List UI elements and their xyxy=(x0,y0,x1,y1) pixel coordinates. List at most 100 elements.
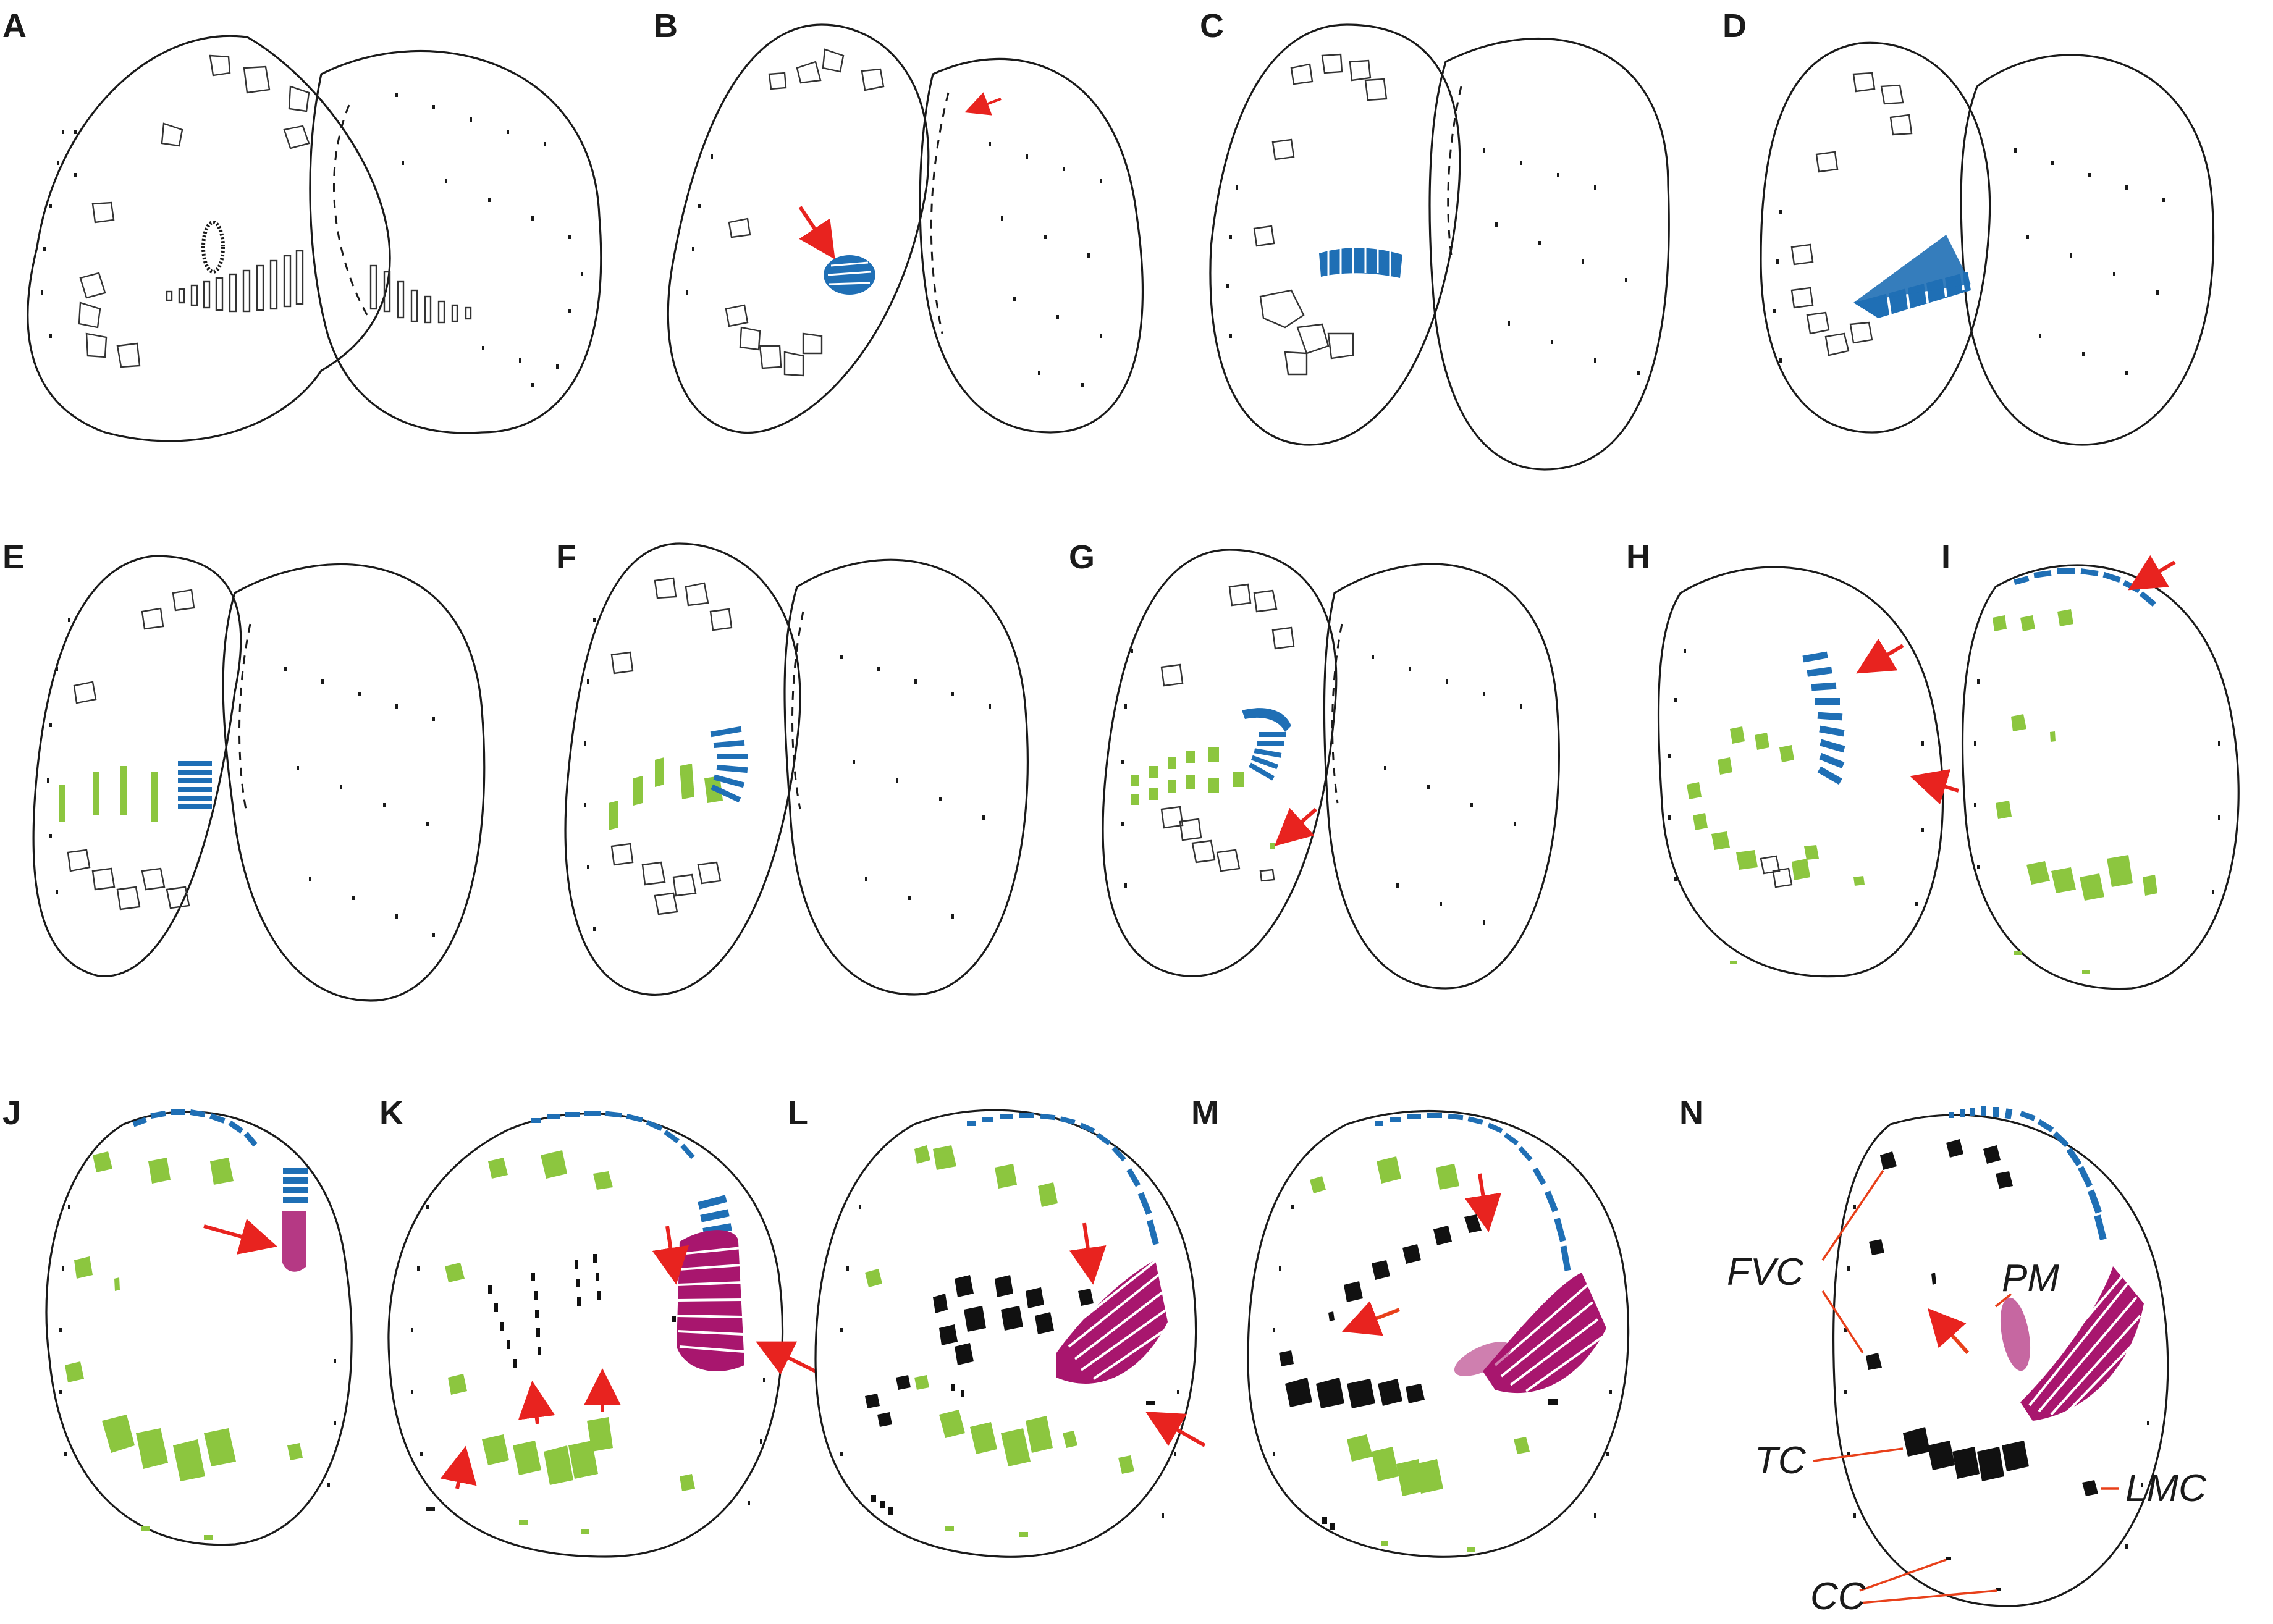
cell-outline xyxy=(1323,563,1560,990)
marginal-dots xyxy=(1844,1205,2149,1549)
red-arrow-icon xyxy=(2128,555,2176,591)
stippled-primordium xyxy=(2000,1297,2031,1371)
cell-outline xyxy=(1657,566,1944,978)
frontal-cirri xyxy=(78,54,310,368)
overlap-line xyxy=(930,92,950,334)
panel-label-a: A xyxy=(2,7,27,44)
opisthe-kinety-dots xyxy=(395,93,583,387)
panel-j xyxy=(45,1109,353,1546)
magenta-stripes xyxy=(1061,1259,1169,1380)
cell-outline xyxy=(783,558,1029,996)
magenta-primordium xyxy=(1483,1273,1606,1394)
blue-adoral-zone xyxy=(132,1109,308,1203)
cell-outline xyxy=(387,1113,784,1558)
frontal-cirri xyxy=(1160,583,1295,882)
red-arrowhead-icon xyxy=(440,1445,477,1489)
red-arrow-icon xyxy=(1145,1412,1206,1447)
panel-label-m: M xyxy=(1191,1095,1219,1132)
green-cirri xyxy=(1310,1156,1530,1552)
frontal-cirri xyxy=(725,48,885,377)
red-arrowhead-icon xyxy=(964,92,1002,116)
callout-label-cc: CC xyxy=(1810,1575,1866,1618)
green-cirri xyxy=(65,1151,303,1540)
overlap-line xyxy=(1331,623,1343,804)
blue-anlage-fan xyxy=(1853,235,1971,303)
panel-label-l: L xyxy=(788,1095,808,1132)
panel-label-i: I xyxy=(1941,539,1950,576)
red-arrow-icon xyxy=(756,1341,817,1375)
red-arrowhead-icon xyxy=(1341,1301,1401,1336)
marginal-dots xyxy=(840,1205,1179,1518)
cell-outline xyxy=(1960,54,2215,446)
callout-lines xyxy=(1813,1170,2119,1604)
cell-outline xyxy=(1760,41,1991,434)
green-cirri xyxy=(445,1150,695,1534)
panel-label-c: C xyxy=(1200,7,1224,44)
blue-adoral-zone xyxy=(1949,1106,2107,1240)
green-cirri xyxy=(1687,726,1865,964)
panel-a xyxy=(27,35,602,442)
panel-l xyxy=(814,1109,1206,1558)
red-arrow-icon xyxy=(1464,1173,1502,1232)
red-arrow-icon xyxy=(1856,638,1904,674)
panel-g xyxy=(1102,549,1560,990)
blue-anlage xyxy=(1802,651,1845,785)
stippled-primordium xyxy=(1454,1342,1512,1376)
cell-outline xyxy=(814,1109,1197,1558)
magenta-primordium xyxy=(2020,1266,2144,1421)
red-arrow-icon xyxy=(1069,1222,1107,1285)
cell-outline xyxy=(1961,564,2240,990)
panel-label-n: N xyxy=(1679,1095,1703,1132)
marginal-dots xyxy=(584,618,991,931)
frontal-cirri xyxy=(1790,72,1913,356)
red-arrow-icon xyxy=(652,1226,689,1285)
panel-label-d: D xyxy=(1723,7,1747,44)
blue-anlage xyxy=(178,761,212,809)
blue-anlage xyxy=(1242,708,1291,781)
panel-k xyxy=(387,1111,817,1558)
blue-adoral-zone xyxy=(967,1113,1160,1245)
panel-d xyxy=(1760,41,2215,446)
cell-outline xyxy=(1428,38,1670,471)
red-arrow-icon xyxy=(1910,768,1959,805)
callout-label-pm: PM xyxy=(2002,1257,2059,1300)
overlap-line xyxy=(333,104,372,322)
red-arrowhead-icon xyxy=(1927,1308,1970,1355)
panel-label-g: G xyxy=(1069,539,1095,576)
marginal-dots xyxy=(1668,649,1924,906)
red-arrowhead-icon xyxy=(518,1381,555,1424)
green-anlagen xyxy=(1131,747,1275,849)
blue-anlage xyxy=(824,255,875,295)
opisthe-bars xyxy=(369,264,472,324)
blue-adoral-zone xyxy=(2014,568,2156,607)
red-arrow-icon xyxy=(203,1219,277,1255)
blue-anlage xyxy=(710,726,748,803)
marginal-dots xyxy=(686,142,1102,387)
panel-label-f: F xyxy=(556,539,576,576)
black-cirri xyxy=(1866,1139,2098,1591)
cell-outline xyxy=(919,57,1144,434)
black-cirri xyxy=(1279,1214,1558,1530)
overlap-line xyxy=(791,611,804,810)
magenta-stripes xyxy=(2019,1271,2144,1417)
cell-outline xyxy=(1102,549,1338,977)
cell-outline xyxy=(564,542,801,996)
blue-adoral-zone xyxy=(1375,1113,1571,1271)
panel-c xyxy=(1209,23,1670,471)
black-cirri xyxy=(865,1275,1155,1515)
magenta-stripes xyxy=(1494,1284,1604,1392)
marginal-dots xyxy=(41,130,77,338)
frontal-cirri xyxy=(610,577,733,915)
marginal-dots xyxy=(47,618,435,937)
blue-adoral-zone xyxy=(531,1111,732,1235)
cell-outline xyxy=(1832,1114,2169,1607)
panel-n: FVC PM TC LMC CC xyxy=(1727,1106,2207,1618)
red-arrowheads xyxy=(440,1368,621,1489)
magenta-primordium xyxy=(282,1211,306,1272)
panel-h xyxy=(1657,566,1959,978)
cell-outline xyxy=(1209,23,1461,446)
panel-label-k: K xyxy=(379,1095,403,1132)
red-arrow-icon xyxy=(1274,807,1317,846)
overlap-line xyxy=(1447,86,1462,260)
